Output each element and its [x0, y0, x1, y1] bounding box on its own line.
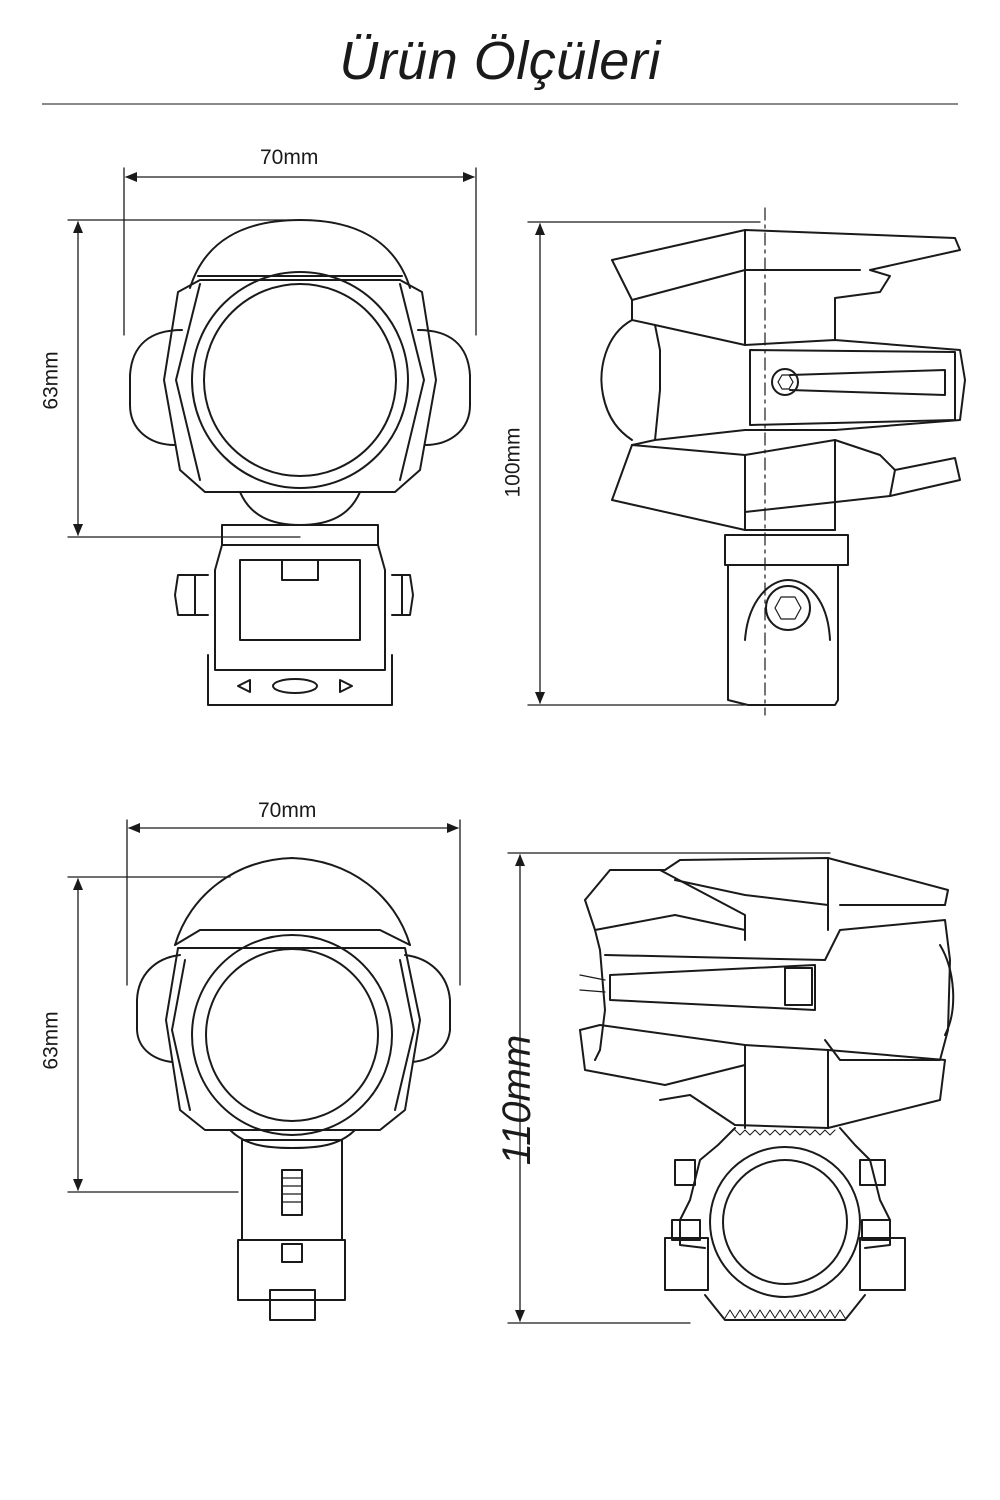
bottom-side-lower-fin [580, 1025, 945, 1128]
top-side-slot [750, 350, 955, 425]
bottom-front-lens-inner [206, 949, 378, 1121]
top-side-body [632, 320, 660, 445]
top-front-housing [164, 280, 436, 492]
bottom-front-right-wing [405, 955, 450, 1062]
bottom-side-clamp [665, 1128, 905, 1320]
top-front-left-wing [130, 330, 182, 445]
top-front-width-dimension [124, 168, 476, 335]
top-side-upper-fin [612, 230, 960, 340]
top-side-view [528, 208, 965, 715]
bottom-front-housing [166, 948, 420, 1130]
top-side-mount [725, 535, 848, 565]
top-side-lens-dome [602, 320, 632, 440]
bottom-side-body [595, 930, 605, 1060]
bottom-side-view [508, 853, 953, 1323]
bottom-side-clamp-ring [710, 1147, 860, 1297]
page-title: Ürün Ölçüleri [339, 31, 661, 91]
bottom-side-slot [610, 965, 815, 1010]
top-front-hood [190, 220, 410, 288]
bottom-side-upper-fin [585, 858, 948, 905]
top-front-lens-inner [204, 284, 396, 476]
top-side-mount-bolt [766, 586, 810, 630]
bottom-front-stem [238, 1140, 345, 1320]
bottom-front-width-label: 70mm [258, 799, 317, 822]
top-front-bracket [175, 525, 413, 705]
bottom-front-height-dimension [68, 877, 238, 1192]
top-front-view [68, 168, 476, 705]
title-divider [42, 103, 958, 105]
bottom-front-left-wing [137, 955, 180, 1062]
bottom-front-hood [175, 858, 410, 945]
top-front-height-dimension [68, 220, 300, 537]
top-side-height-dimension [528, 222, 760, 705]
bottom-side-lens-dome [940, 945, 953, 1035]
top-front-right-wing [418, 330, 470, 445]
top-front-width-label: 70mm [260, 146, 319, 169]
bottom-side-height-dimension [508, 853, 830, 1323]
top-side-lower-fin [612, 440, 960, 512]
top-front-lens-outer [192, 272, 408, 488]
top-side-screw [772, 369, 798, 395]
bottom-front-lens-outer [192, 935, 392, 1135]
bottom-front-width-dimension [127, 820, 460, 985]
bottom-front-view [68, 820, 460, 1320]
